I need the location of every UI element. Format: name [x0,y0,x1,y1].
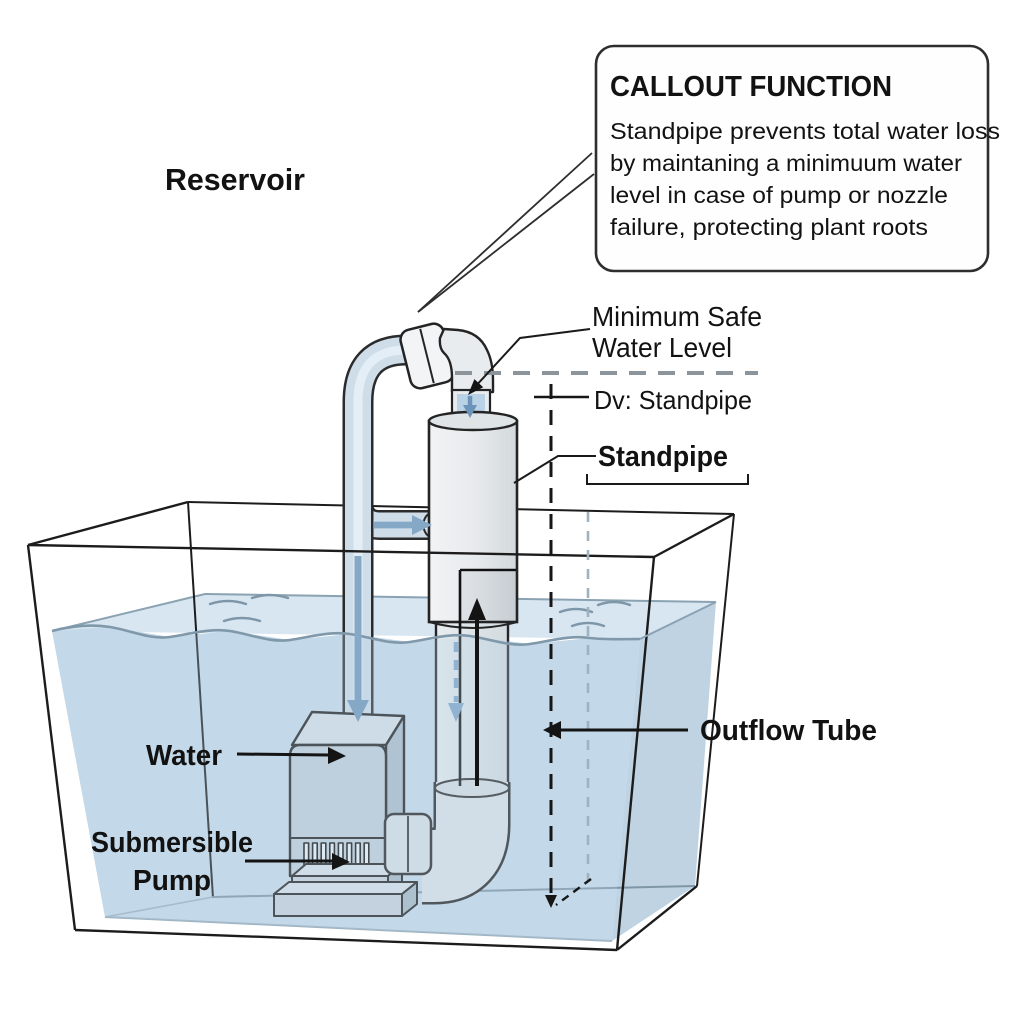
diagram-labels: Reservoir Minimum Safe Water Level Dv: S… [91,162,877,897]
submersible-pump-label-line1: Submersible [91,827,253,859]
reservoir-label: Reservoir [165,162,305,197]
water-label-arrow [236,752,329,757]
water-right-face [612,602,716,941]
tank-front-rim [27,543,655,559]
callout-title: CALLOUT FUNCTION [610,71,892,103]
outflow-dashed-arrowhead [448,703,464,722]
submersible-pump-label-line2: Pump [133,865,211,897]
standpipe-cylinder [427,410,519,786]
tank-bottom-right-edge [616,885,698,951]
tank-floor-front-edge [104,916,613,942]
standpipe-label: Standpipe [598,441,728,473]
water-label: Water [146,740,222,772]
pump-base [273,863,418,917]
water-label-arrowhead [328,747,346,764]
callout-body-line1: Standpipe prevents total water loss [610,118,1000,144]
tank-back-right-edge [696,513,735,887]
min-safe-leader [473,328,591,389]
min-safe-label-line1: Minimum Safe [592,301,762,332]
callout-body-line3: level in case of pump or nozzle [610,182,948,208]
reference-lines [455,371,758,908]
min-safe-arrowhead [468,379,484,395]
standpipe-body [427,419,519,624]
dv-standpipe-label: Dv: Standpipe [594,385,752,415]
standpipe-bracket [586,474,749,485]
outflow-tube-assembly [383,618,511,905]
submersible-pump [273,710,418,917]
callout-box: CALLOUT FUNCTION Standpipe prevents tota… [417,44,1000,313]
standpipe-leader [513,455,596,484]
pump-label-arrowhead [332,853,350,870]
leaders [236,328,749,870]
tank-bottom-front-edge [74,928,618,952]
standpipe-top-rim [427,410,519,432]
callout-pointer-top [417,152,593,313]
rim-left-edge [27,500,189,547]
elbow-socket-ring [434,778,510,798]
outflow-tube-label: Outflow Tube [700,715,877,747]
nozzle-flow-arrowhead [463,405,477,418]
callout-body-line4: failure, protecting plant roots [610,214,928,240]
tank-back-left-edge [187,501,214,899]
standpipe-up-arrowhead [468,598,486,620]
callout-border [594,44,990,273]
tee-flow-arrowhead [412,515,432,535]
outflow-label-arrowhead [543,721,561,739]
riser-downflow-arrowhead [347,700,369,722]
water-surface-left-edge [51,593,206,632]
flow-arrows [347,396,486,786]
callout-pointer-bottom [417,173,595,313]
water-tint-overlay [52,627,640,941]
standpipe-bottom-rim [428,621,518,629]
dv-bottom-arrowhead [545,895,557,908]
bottom-elbow [422,782,508,902]
callout-body-line2: by maintaning a minimuum water [610,150,962,176]
tank-front-left-edge [26,544,77,931]
outflow-tube [434,618,510,794]
tank-floor-left-edge [104,896,214,918]
floor-dashed-diagonal [555,878,592,906]
water-surface-right-edge [639,601,717,640]
rim-right-edge [653,512,735,559]
water-line-wavy [51,624,641,646]
min-safe-label-line2: Water Level [592,332,732,363]
water-ripples [208,593,632,628]
standpipe-cutaway-shade [461,572,516,622]
tank-front-right-edge [615,556,656,951]
